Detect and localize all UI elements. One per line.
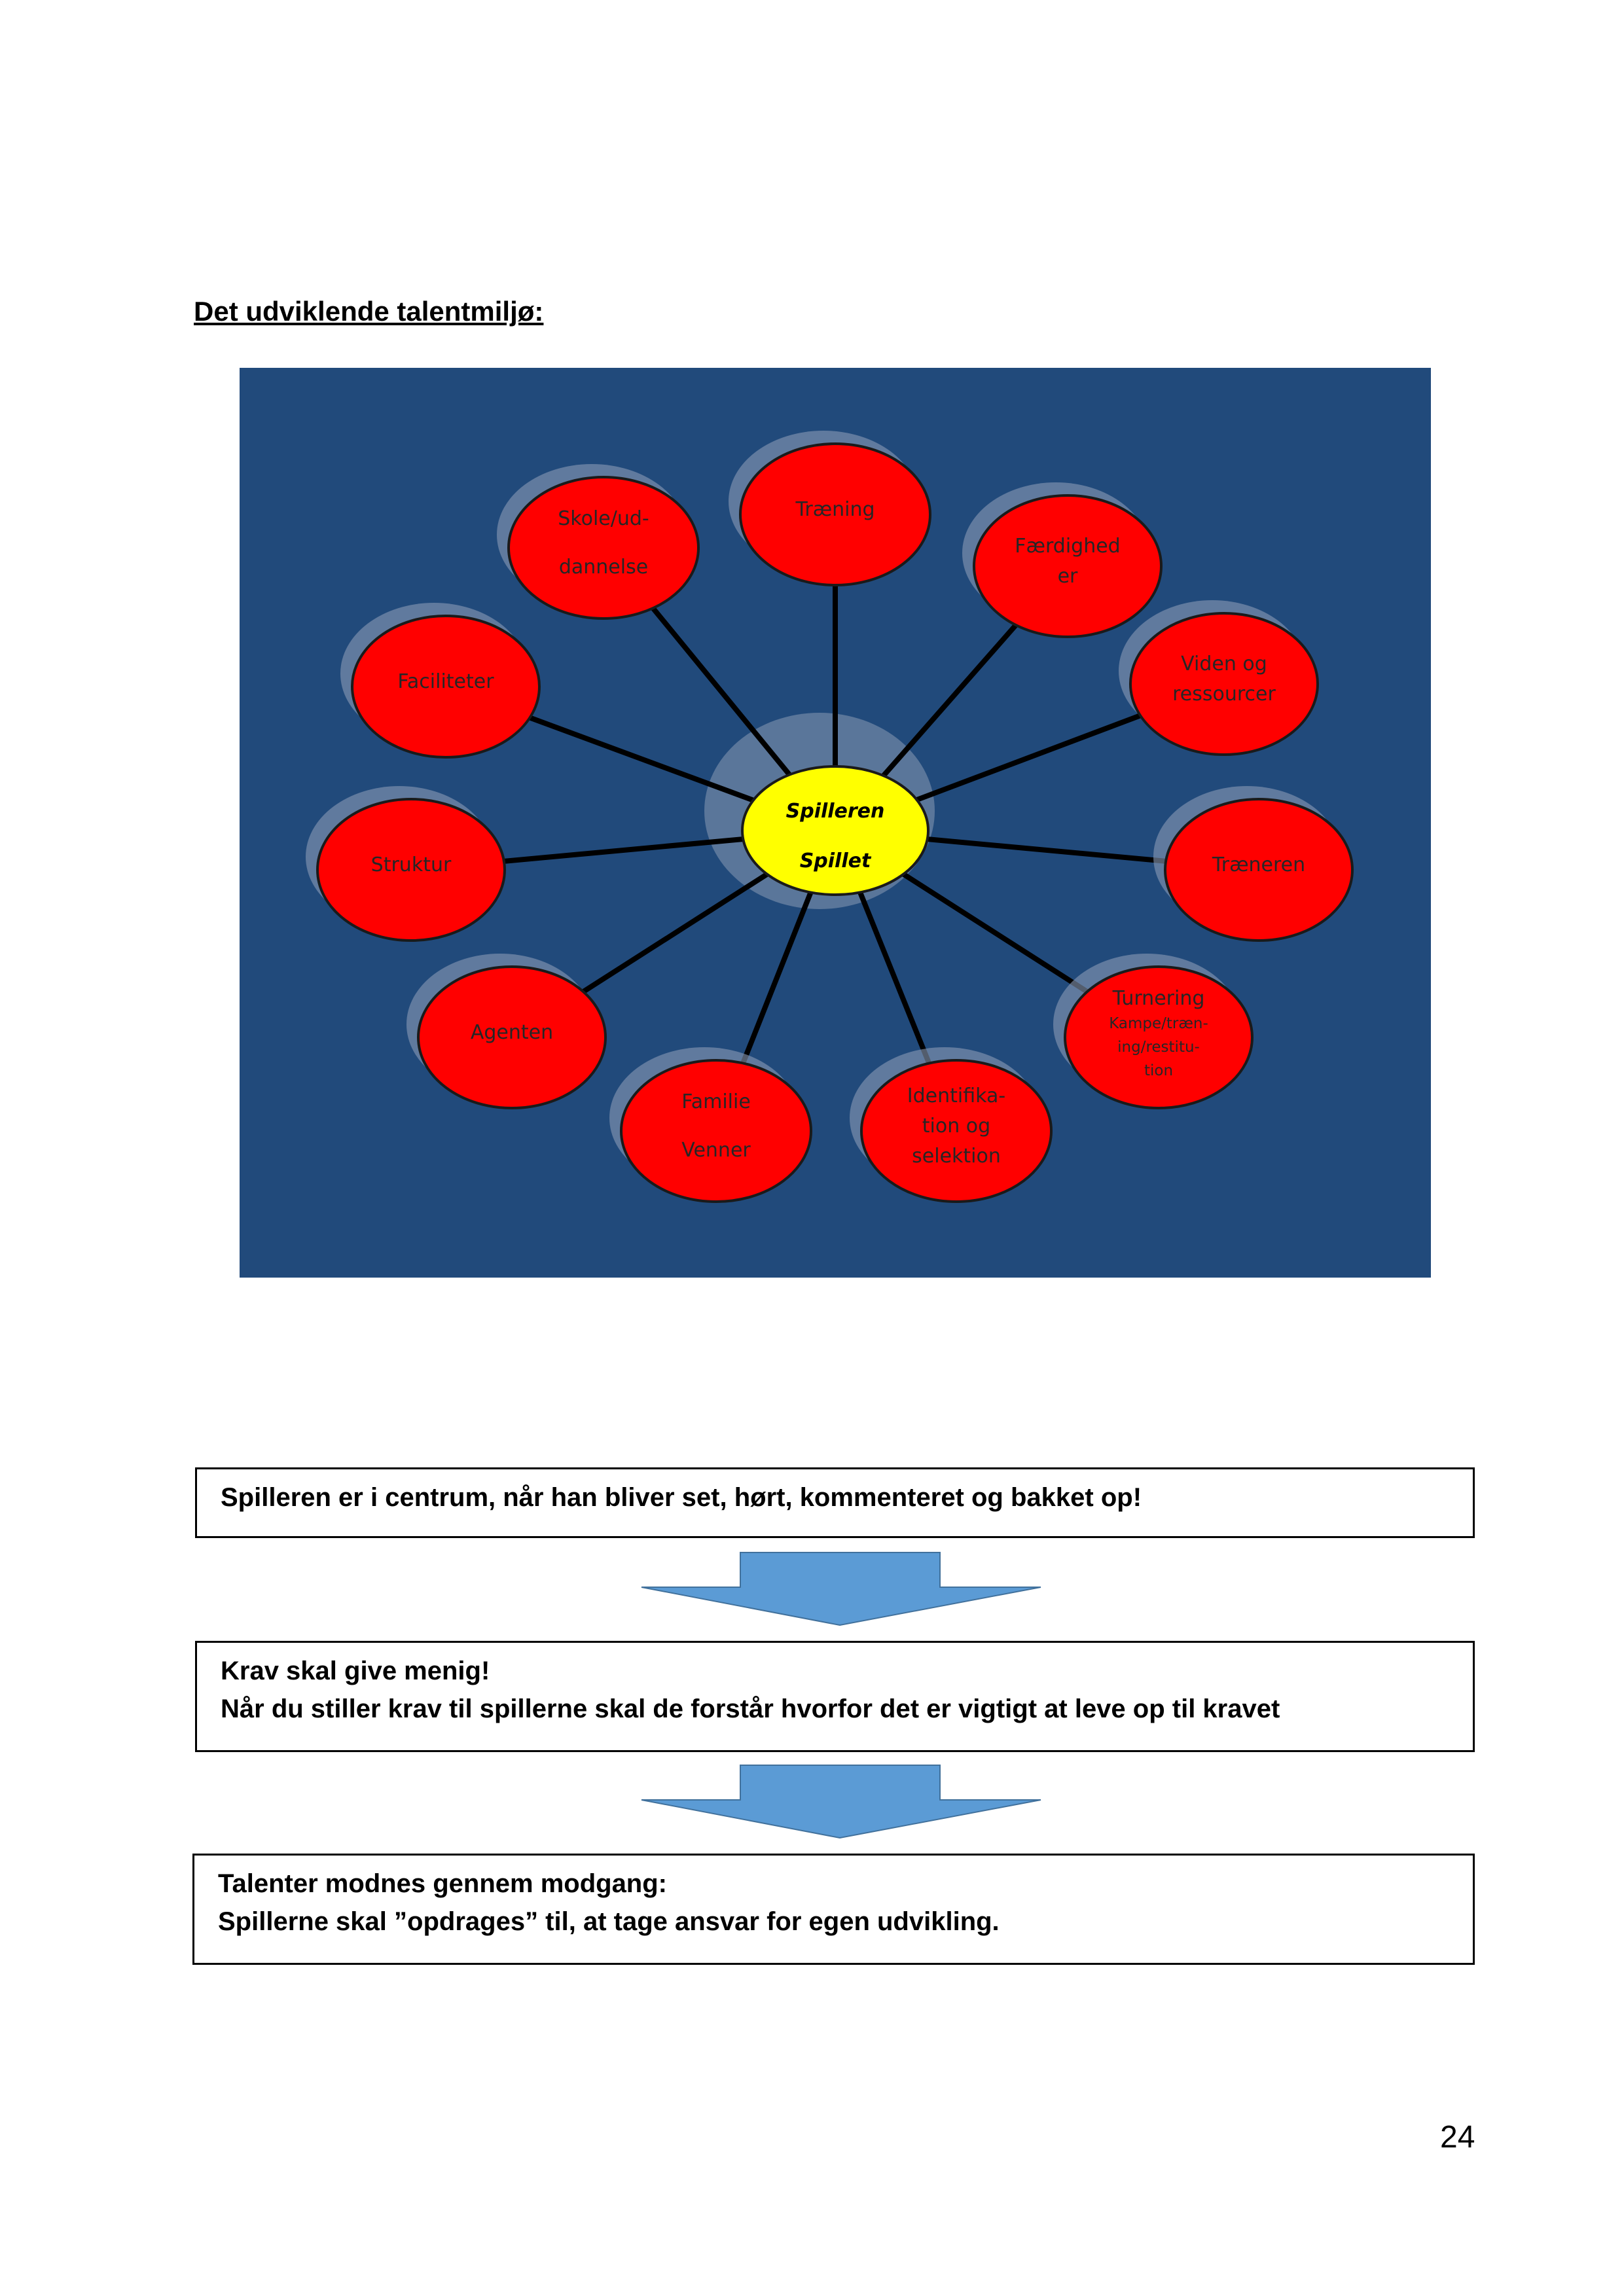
node-label: selektion bbox=[912, 1145, 1001, 1168]
node-label: dannelse bbox=[559, 556, 648, 579]
node-circle bbox=[860, 1059, 1053, 1203]
node-circle bbox=[1064, 965, 1254, 1109]
statement-box-2: Krav skal give menig! Når du stiller kra… bbox=[195, 1641, 1475, 1752]
node-circle bbox=[507, 476, 700, 620]
node-skole: Skole/ud-dannelse bbox=[497, 464, 700, 620]
node-label: tion bbox=[1144, 1062, 1173, 1079]
node-label: Identifika- bbox=[907, 1085, 1005, 1107]
node-identifikation: Identifika-tion og selektion bbox=[850, 1047, 1053, 1203]
down-arrow-2 bbox=[641, 1765, 1041, 1839]
center-label-1: Spilleren bbox=[786, 800, 885, 823]
node-circle bbox=[739, 442, 931, 586]
node-label: Træneren bbox=[1212, 853, 1305, 876]
statement-3-line-1: Talenter modnes gennem modgang: bbox=[218, 1869, 667, 1898]
center-label-2: Spillet bbox=[800, 850, 872, 872]
node-circle bbox=[1129, 612, 1319, 756]
center-node bbox=[741, 765, 929, 896]
node-faerdigheder: Færdighed er bbox=[962, 482, 1163, 638]
statement-2-line-2: Når du stiller krav til spillerne skal d… bbox=[221, 1695, 1280, 1723]
statement-2-line-1: Krav skal give menig! bbox=[221, 1657, 490, 1685]
node-circle bbox=[417, 965, 607, 1109]
node-label: Faciliteter bbox=[397, 670, 494, 693]
node-faciliteter: Faciliteter bbox=[340, 603, 541, 759]
node-circle bbox=[973, 494, 1163, 638]
node-viden: Viden og ressourcer bbox=[1119, 600, 1319, 756]
node-label: Træning bbox=[795, 498, 875, 521]
node-label: Turnering bbox=[1112, 987, 1205, 1010]
node-label: Venner bbox=[681, 1139, 751, 1162]
node-traeneren: Træneren bbox=[1153, 786, 1354, 942]
statement-3-line-2: Spillerne skal ”opdrages” til, at tage a… bbox=[218, 1907, 1000, 1936]
node-traening: Træning bbox=[729, 431, 931, 586]
node-label: Kampe/træn- bbox=[1109, 1015, 1208, 1032]
node-circle bbox=[351, 615, 541, 759]
page-number: 24 bbox=[1440, 2120, 1475, 2155]
down-arrow-1 bbox=[641, 1552, 1041, 1626]
statement-1-line-1: Spilleren er i centrum, når han bliver s… bbox=[221, 1483, 1142, 1512]
node-label: Familie bbox=[681, 1090, 751, 1113]
node-circle bbox=[620, 1059, 812, 1203]
node-label: ing/restitu- bbox=[1117, 1039, 1200, 1056]
node-label: ressourcer bbox=[1172, 683, 1276, 706]
node-label: Viden og bbox=[1181, 653, 1267, 675]
node-label: Agenten bbox=[471, 1021, 553, 1044]
page-heading: Det udviklende talentmiljø: bbox=[194, 296, 544, 327]
statement-box-1: Spilleren er i centrum, når han bliver s… bbox=[195, 1467, 1475, 1538]
node-label: er bbox=[1058, 565, 1078, 588]
statement-box-3: Talenter modnes gennem modgang: Spillern… bbox=[192, 1854, 1475, 1965]
node-struktur: Struktur bbox=[306, 786, 506, 942]
node-agenten: Agenten bbox=[406, 954, 607, 1109]
node-circle bbox=[1164, 798, 1354, 942]
node-label: tion og bbox=[922, 1115, 990, 1138]
node-label: Færdighed bbox=[1015, 535, 1120, 558]
node-label: Struktur bbox=[371, 853, 452, 876]
node-circle bbox=[316, 798, 506, 942]
node-label: Skole/ud- bbox=[558, 507, 649, 530]
